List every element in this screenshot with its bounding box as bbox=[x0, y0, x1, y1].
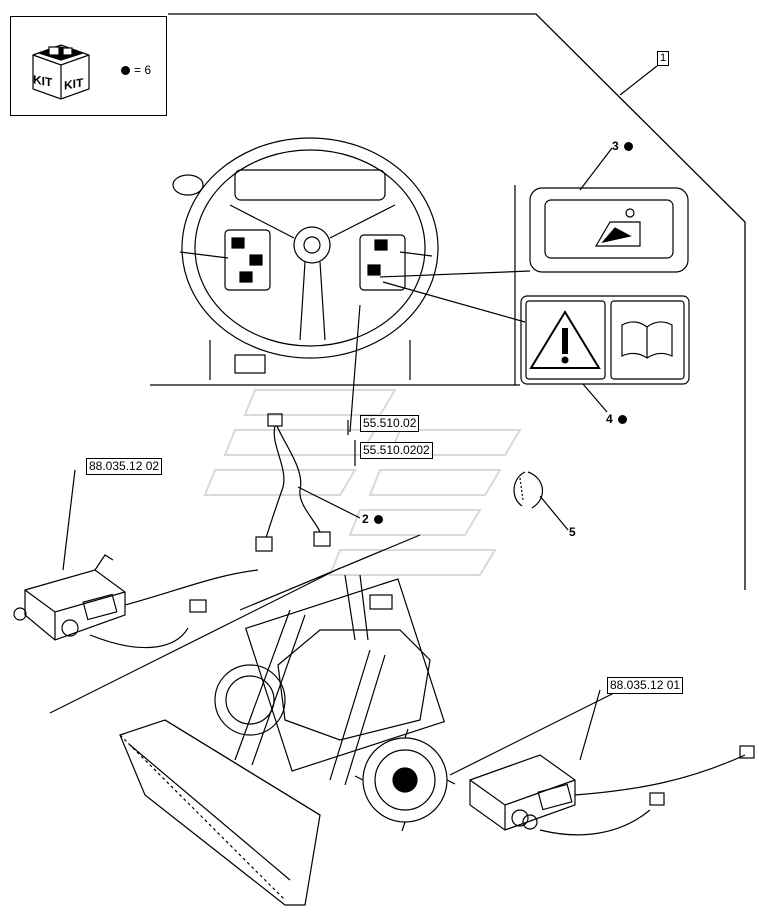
wiring-harness-part bbox=[255, 413, 331, 552]
ref-88-035-12-02[interactable]: 88.035.12 02 bbox=[86, 458, 163, 475]
callout-leader-3 bbox=[579, 147, 613, 191]
callout-item-2[interactable]: 2 bbox=[362, 512, 383, 526]
callout-leader-4 bbox=[582, 383, 608, 413]
steering-dashboard-illustration bbox=[150, 137, 520, 386]
callout-leader-5 bbox=[539, 495, 569, 531]
loader-tractor-illustration bbox=[119, 574, 456, 906]
leader-harness-55 bbox=[349, 304, 361, 433]
callout-item-3[interactable]: 3 bbox=[612, 139, 633, 153]
callout-item-2-label: 2 bbox=[362, 512, 369, 526]
callout-item-5-label: 5 bbox=[569, 525, 576, 539]
switch-cap-part bbox=[529, 187, 689, 273]
watermark-logo bbox=[203, 389, 522, 576]
kit-group-outline bbox=[168, 13, 746, 590]
callout-leader-2 bbox=[297, 486, 361, 519]
kit-box-icon bbox=[32, 44, 90, 100]
bullet-dot-icon bbox=[623, 142, 633, 152]
leader-ref-12-01 bbox=[579, 689, 601, 761]
kit-legend-panel: KIT KIT = 6 bbox=[10, 16, 167, 116]
ref-55-510-02[interactable]: 55.510.02 bbox=[360, 415, 420, 432]
kit-quantity-text: = 6 bbox=[134, 63, 152, 77]
ref-88-035-12-01[interactable]: 88.035.12 01 bbox=[607, 677, 684, 694]
leader-ref-12-02 bbox=[62, 469, 76, 571]
bullet-dot-icon bbox=[121, 66, 130, 76]
clip-ring-part bbox=[513, 471, 543, 509]
kit-quantity: = 6 bbox=[121, 63, 151, 77]
callout-item-4-label: 4 bbox=[606, 412, 613, 426]
ref-55-510-0202[interactable]: 55.510.0202 bbox=[360, 442, 433, 459]
callout-item-5[interactable]: 5 bbox=[569, 525, 576, 539]
callout-item-4[interactable]: 4 bbox=[606, 412, 627, 426]
bullet-dot-icon bbox=[373, 515, 383, 525]
valve-block-right bbox=[469, 745, 755, 836]
divider-lower-left bbox=[49, 567, 341, 714]
valve-block-left bbox=[13, 554, 259, 649]
warning-decal-set bbox=[520, 295, 690, 385]
callout-item-3-label: 3 bbox=[612, 139, 619, 153]
leader-decal-4 bbox=[382, 281, 526, 323]
callout-item-1[interactable]: 1 bbox=[657, 51, 670, 66]
bullet-dot-icon bbox=[617, 415, 627, 425]
callout-leader-1 bbox=[619, 65, 658, 96]
divider-lower-right bbox=[449, 689, 621, 776]
leader-switch-3 bbox=[379, 270, 531, 278]
